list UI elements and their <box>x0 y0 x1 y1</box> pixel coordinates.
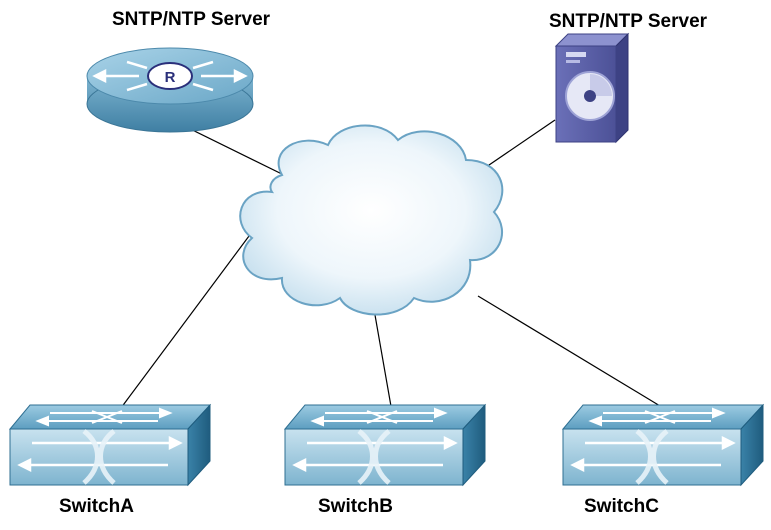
network-links <box>117 117 671 413</box>
link-cloud-switch-b <box>374 314 393 413</box>
link-cloud-switch-c <box>477 295 671 413</box>
svg-text:R: R <box>165 69 176 86</box>
switch-b-icon <box>285 405 485 485</box>
link-cloud-switch-a <box>117 231 253 413</box>
switch-c-icon <box>563 405 763 485</box>
switch-c-label: SwitchC <box>584 496 659 517</box>
pc-server-label: SNTP/NTP Server <box>549 11 708 32</box>
router-server-label: SNTP/NTP Server <box>112 9 271 30</box>
switch-a-icon <box>10 405 210 485</box>
switch-b-label: SwitchB <box>318 496 393 517</box>
server-icon <box>554 32 630 144</box>
network-cloud-icon <box>239 124 504 316</box>
router-icon: R <box>86 47 254 133</box>
switch-a-label: SwitchA <box>59 496 134 517</box>
